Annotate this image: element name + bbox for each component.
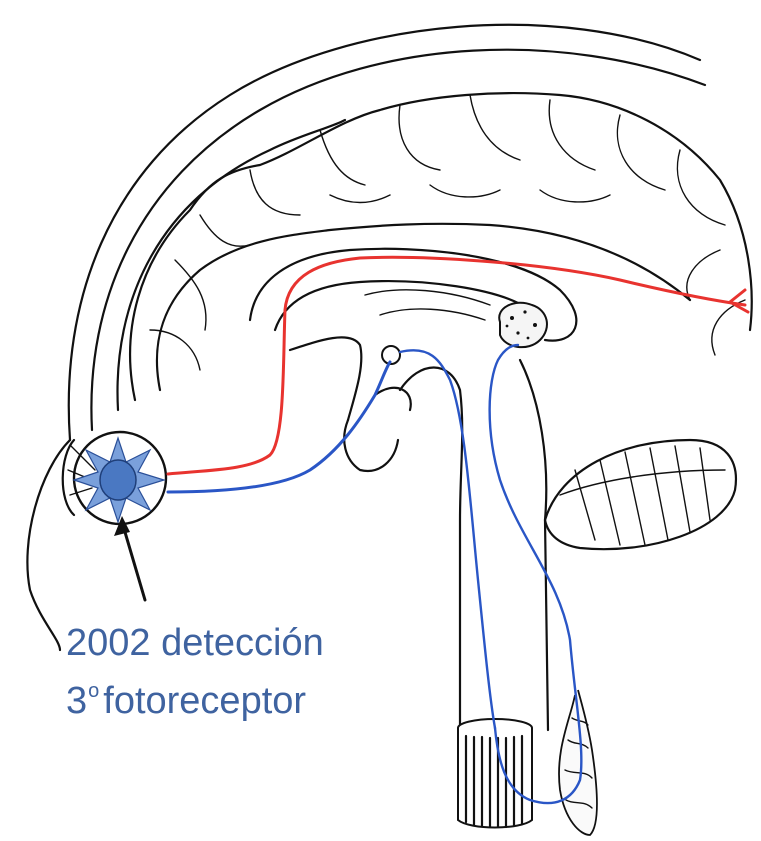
red-pathway-branch [730, 290, 748, 312]
cerebral-cortex [130, 93, 752, 400]
skull-outline [27, 25, 705, 650]
caption-ordinal-number: 3 [66, 680, 87, 722]
cerebellum [545, 440, 736, 549]
pointer-arrow [114, 516, 145, 600]
brainstem [344, 360, 548, 730]
pineal-gland [499, 303, 547, 347]
blue-pathway-descending [400, 350, 495, 728]
caption-ordinal-superscript: o [88, 680, 99, 702]
caption-line-1: 2002 detección [66, 624, 324, 662]
caption-fotoreceptor-word: fotoreceptor [103, 680, 306, 722]
